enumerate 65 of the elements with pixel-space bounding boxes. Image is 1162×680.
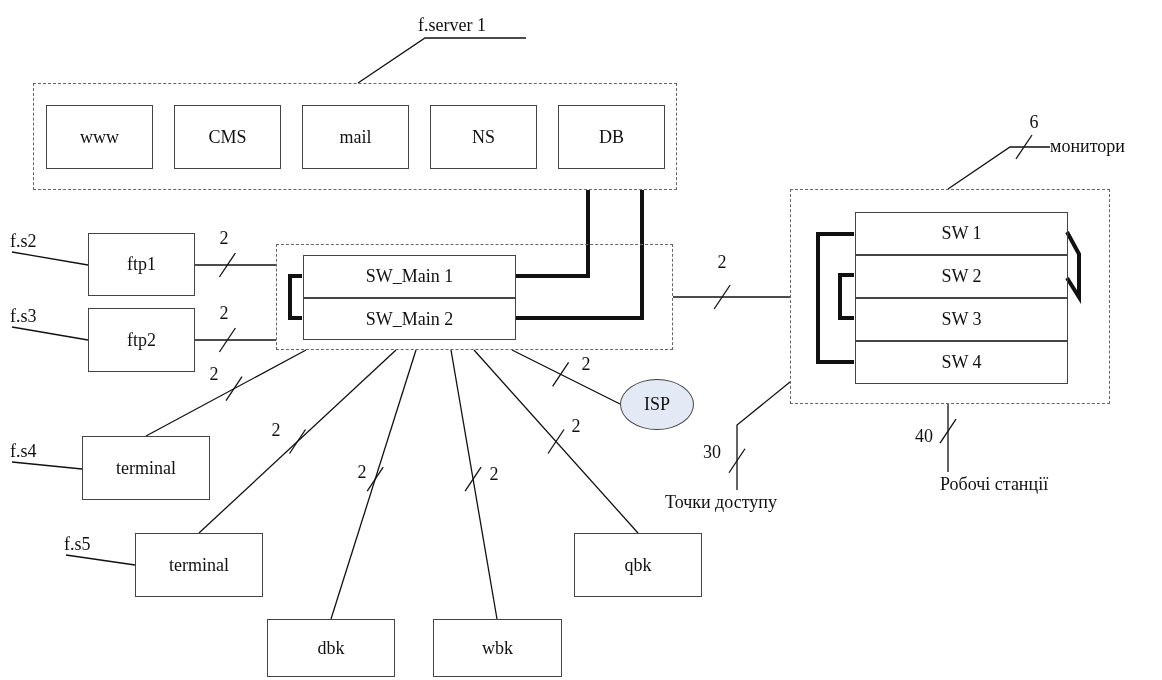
caption-text: Робочі станції	[940, 472, 1110, 496]
connector-line	[450, 349, 498, 620]
connector-line	[11, 461, 83, 470]
thick-cable-line	[515, 190, 644, 320]
line-count-label: 2	[570, 417, 582, 435]
caption-text: f.s5	[64, 533, 108, 555]
connector-line	[473, 349, 639, 534]
connector-line	[736, 381, 791, 491]
caption-text: f.s2	[10, 230, 54, 252]
connector-line	[11, 251, 89, 266]
connector-line	[194, 264, 277, 266]
terminal-box: terminal	[82, 436, 210, 500]
connector-line	[145, 349, 307, 437]
server-box: CMS	[174, 105, 281, 169]
line-count-label: 2	[218, 229, 230, 247]
line-count-label: 2	[356, 463, 368, 481]
connector-line	[947, 403, 949, 473]
caption-text: монитори	[1050, 135, 1150, 157]
connector-line	[947, 146, 1051, 190]
provider-ellipse: ISP	[620, 379, 694, 430]
switch-box: SW_Main 1	[303, 255, 516, 298]
line-count-label: 30	[702, 443, 722, 461]
connector-line	[11, 326, 89, 341]
terminal-box: terminal	[135, 533, 263, 597]
server-box: mail	[302, 105, 409, 169]
connector-line	[330, 349, 417, 620]
device-box: qbk	[574, 533, 702, 597]
thick-cable-line	[838, 273, 854, 320]
caption-text: f.server 1	[418, 12, 526, 38]
thick-cable-line	[288, 274, 302, 320]
switch-box: SW 2	[855, 255, 1068, 298]
connector-line	[511, 349, 621, 405]
connector-line	[198, 349, 397, 534]
line-count-label: 2	[218, 304, 230, 322]
line-count-label: 2	[208, 365, 220, 383]
dashed-group-frame	[33, 83, 677, 190]
switch-box: SW 4	[855, 341, 1068, 384]
line-count-label: 40	[914, 427, 934, 445]
server-box: www	[46, 105, 153, 169]
server-box: DB	[558, 105, 665, 169]
thick-cable-line	[816, 232, 854, 364]
caption-text: f.s3	[10, 305, 54, 327]
line-count-label: 2	[580, 355, 592, 373]
thick-cable-line	[515, 190, 590, 278]
connector-line	[672, 296, 791, 298]
caption-text: f.s4	[10, 440, 54, 462]
connector-line	[65, 554, 136, 566]
line-count-label: 2	[270, 421, 282, 439]
server-box: NS	[430, 105, 537, 169]
connector-line	[357, 37, 527, 84]
server-box: ftp2	[88, 308, 195, 372]
server-box: ftp1	[88, 233, 195, 296]
dashed-group-frame	[790, 189, 1110, 404]
switch-box: SW 3	[855, 298, 1068, 341]
line-count-label: 6	[1028, 113, 1040, 131]
device-box: dbk	[267, 619, 395, 677]
thick-cable-line	[1065, 231, 1081, 304]
device-box: wbk	[433, 619, 562, 677]
line-count-label: 2	[716, 253, 728, 271]
connector-line	[194, 339, 277, 341]
line-count-label: 2	[488, 465, 500, 483]
caption-text: Точки доступу	[665, 490, 815, 514]
switch-box: SW_Main 2	[303, 298, 516, 340]
switch-box: SW 1	[855, 212, 1068, 255]
dashed-group-frame	[276, 244, 673, 350]
